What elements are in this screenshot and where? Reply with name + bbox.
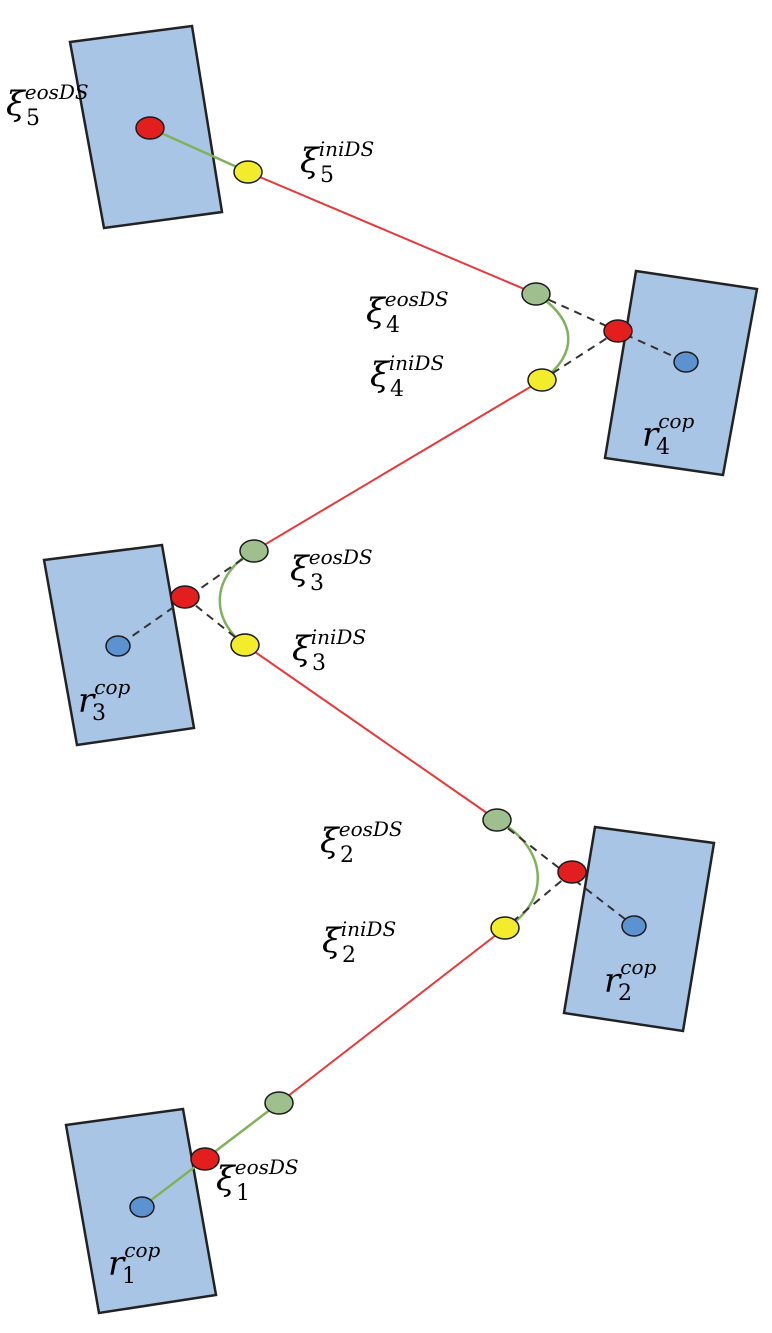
eos-point-5 [135,116,165,140]
ini-point-4 [527,368,557,392]
eos-point-3 [170,585,200,609]
red-segment-3-2 [244,644,498,821]
dashed-2b [504,871,573,929]
red-segment-4-3 [253,379,543,552]
cop-point-3 [105,635,131,657]
via-point-3 [239,539,269,563]
via-point-2 [482,808,512,832]
green-line-5 [149,126,249,174]
via-point-4 [521,282,551,306]
points [105,116,699,1218]
footprint-4 [603,269,759,477]
cop-point-4 [673,351,699,373]
red-segment-2-1 [278,927,506,1104]
cop-point-2 [621,915,647,937]
red-trajectory [244,171,543,1104]
ini-point-2 [490,916,520,940]
dashed-4b [541,330,619,381]
ini-point-5 [233,160,263,184]
cop-point-1 [129,1196,155,1218]
green-curve-2 [496,818,539,930]
via-point-1 [264,1091,294,1115]
eos-point-1 [190,1147,220,1171]
eos-point-2 [557,860,587,884]
red-segment-5-4 [247,171,537,295]
green-curve-3 [218,549,255,647]
ini-point-3 [230,633,260,657]
footprints [42,24,759,1315]
green-curve-4 [535,292,570,382]
eos-point-4 [603,319,633,343]
